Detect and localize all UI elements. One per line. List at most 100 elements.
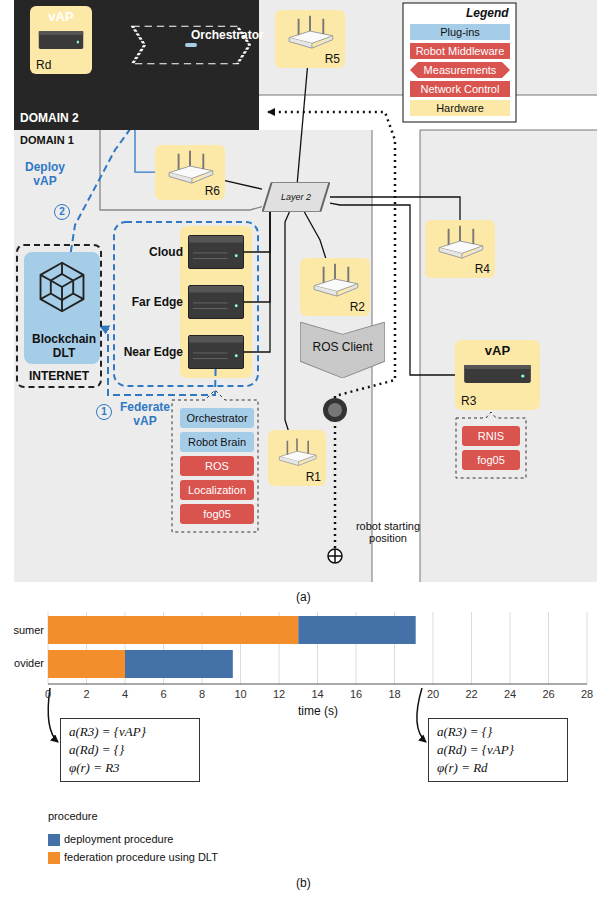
robot [323,398,347,422]
node-text: Near Edge [124,345,183,359]
legend-text: Network Control [421,83,500,95]
axis-label: 6 [152,688,176,700]
grid-line [433,612,434,684]
switch-box: Layer 2 [262,182,330,212]
icon-shape [463,362,532,386]
map-ground [14,0,597,582]
connector [297,68,307,182]
label: sumer [0,624,44,636]
vap-callout [456,412,526,478]
connector [304,212,325,258]
icon-shape [193,253,228,259]
router-box: R1 [268,430,326,486]
label: DOMAIN 1 [20,134,74,146]
corridor [259,95,597,582]
consumer-federation-bar [48,616,298,644]
ros-client-box: ROS Client [300,322,385,378]
axis-label: 18 [383,688,407,700]
icon-shape [189,336,243,343]
icon [273,433,321,471]
axis-label: 28 [575,688,599,700]
node-text: fog05 [203,508,231,520]
icon-shape [521,375,524,378]
legend-text: Plug-ins [440,26,480,38]
connector [285,212,289,430]
icon-shape [263,183,330,212]
router-box: R5 [275,10,345,68]
grid-line [548,612,549,684]
legend-text: federation procedure using DLT [64,851,218,863]
label: (b) [296,876,311,890]
internet-box: INTERNETBlockchain DLT [16,244,102,388]
legend-swatch [48,834,60,846]
legend-swatch: Hardware [410,100,510,116]
legend-swatch: Plug-ins [410,24,510,40]
plugin-callout [172,390,258,532]
icon-shape [464,365,531,369]
provider-federation-bar [48,650,125,678]
server-backdrop [180,226,252,378]
icon-shape [305,261,365,299]
icon-shape [193,353,228,359]
federation-bracket [114,222,258,386]
icon-shape [189,236,243,243]
router-box: R4 [425,220,495,278]
icon [189,236,243,268]
icon-shape [189,286,243,293]
state-arrow [417,688,426,742]
icon-shape [189,336,243,368]
middleware-box: Localization [180,480,254,500]
label: robot starting position [348,520,428,544]
icon-shape [449,226,474,245]
blockchain-box: Blockchain DLT [24,252,100,364]
grid-line [587,612,588,684]
connector [330,197,460,220]
node-text: a(R3) = {} [437,723,559,741]
server-box: Cloud [188,235,244,269]
vap-box: vAPRd [30,6,92,74]
router-box: R6 [155,145,225,200]
legend-box [403,3,516,122]
provider-deployment-bar [125,650,233,678]
node-text: R1 [306,470,321,484]
icon-shape [430,223,490,261]
middleware-box: RNIS [462,426,520,446]
label: Federate vAP [114,400,176,428]
node-text: Cloud [149,245,183,259]
icon [305,261,365,299]
icon [189,336,243,368]
orchestrator-pill: Orchestrator [185,43,197,47]
icon-shape [41,263,84,312]
state-box: a(R3) = {}a(Rd) = {vAP}φ(r) = Rd [428,718,568,782]
axis-label: 22 [460,688,484,700]
start-symbol [328,549,342,563]
icon-shape [41,263,84,312]
axis-label: 12 [267,688,291,700]
node-text: Orchestrator [191,28,264,42]
node-text: ROS Client [312,340,372,354]
legend-swatch: Network Control [410,81,510,97]
icon-shape [235,304,238,307]
node-text: fog05 [477,454,505,466]
icon-shape [189,236,243,268]
chart-grid [48,612,587,684]
node-text: Rd [36,58,51,72]
node-text: R6 [205,184,220,198]
icon [38,28,84,52]
icon-shape [39,31,83,49]
node-text: a(Rd) = {} [69,741,191,759]
icon-shape [273,433,321,471]
icon [280,13,340,51]
legend-shape [410,62,510,78]
axis-label: time (s) [268,704,368,718]
vap-box: vAPR3 [455,340,540,410]
legend-swatch: Robot Middleware [410,43,510,59]
axis-label: 0 [36,688,60,700]
axis-label: 26 [537,688,561,700]
node-text: φ(r) = Rd [437,759,559,777]
node-text: a(Rd) = {vAP} [437,741,559,759]
node-text: R5 [325,52,340,66]
grid-line [471,612,472,684]
node-text: DOMAIN 2 [20,111,79,125]
icon-shape [38,28,84,52]
